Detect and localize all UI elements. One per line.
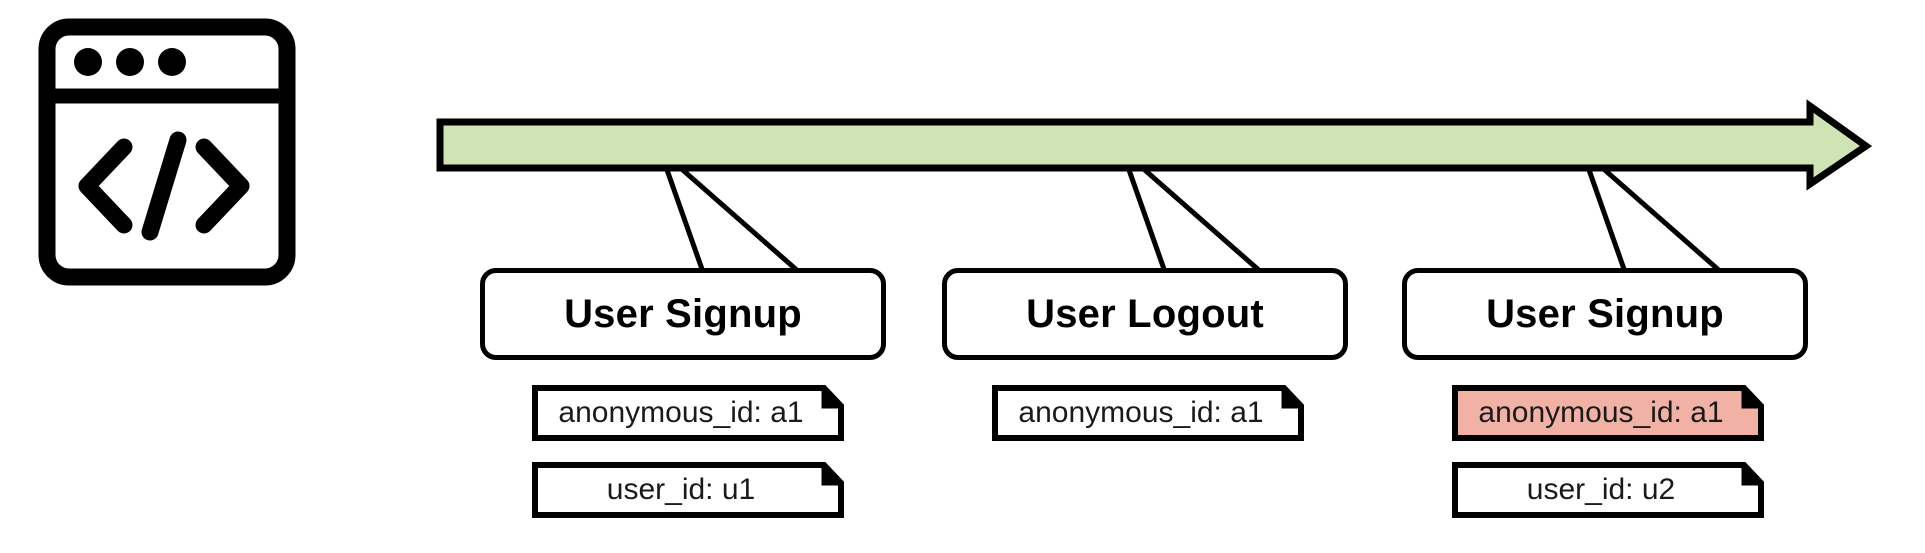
event-timeline-arrow	[436, 99, 1873, 191]
event-box-user-signup-2[interactable]: User Signup	[1402, 268, 1808, 360]
note-user-id-1[interactable]: user_id: u1	[532, 462, 844, 518]
event-label: User Logout	[1026, 292, 1264, 336]
note-anonymous-id-2[interactable]: anonymous_id: a1	[992, 385, 1304, 441]
dot-1	[74, 48, 102, 76]
note-text: anonymous_id: a1	[558, 396, 804, 429]
event-label: User Signup	[564, 292, 802, 336]
code-window-icon	[38, 18, 296, 286]
dot-2	[116, 48, 144, 76]
note-anonymous-id-1[interactable]: anonymous_id: a1	[532, 385, 844, 441]
event-label: User Signup	[1486, 292, 1724, 336]
note-user-id-3[interactable]: user_id: u2	[1452, 462, 1764, 518]
note-text: anonymous_id: a1	[1478, 396, 1724, 429]
event-box-user-signup-1[interactable]: User Signup	[480, 268, 886, 360]
note-text: user_id: u2	[1526, 473, 1676, 506]
note-text: anonymous_id: a1	[1018, 396, 1264, 429]
note-text: user_id: u1	[606, 473, 756, 506]
note-anonymous-id-3[interactable]: anonymous_id: a1	[1452, 385, 1764, 441]
event-box-user-logout[interactable]: User Logout	[942, 268, 1348, 360]
dot-3	[158, 48, 186, 76]
